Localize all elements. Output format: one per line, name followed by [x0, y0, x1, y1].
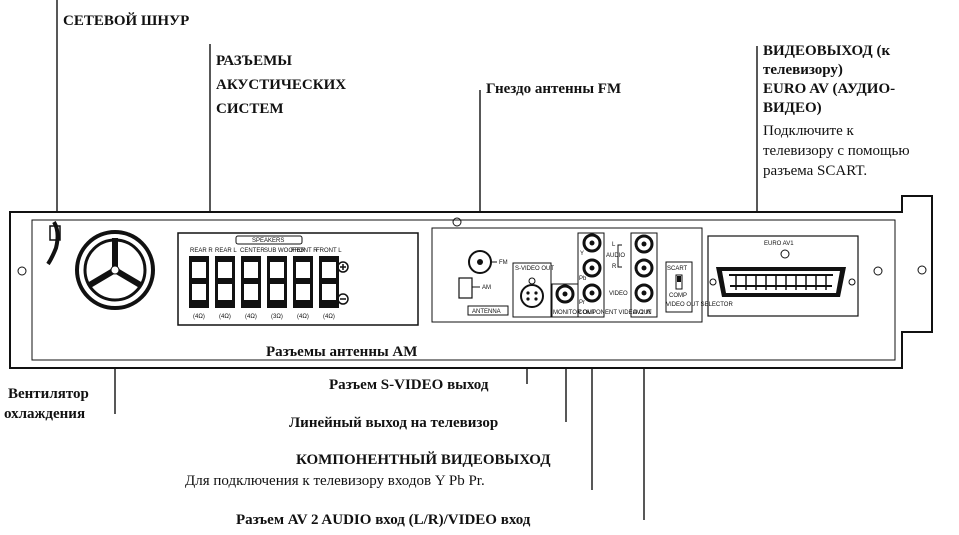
- spk-label-center: CENTER: [240, 248, 265, 254]
- speaker-connectors-label-1: РАЗЪЕМЫ: [216, 53, 292, 69]
- speaker-connectors-label-3: СИСТЕМ: [216, 101, 284, 117]
- euro-av-desc-1: Подключите к: [763, 123, 854, 139]
- audio-label: AUDIO: [606, 253, 625, 259]
- imp-1: (4Ω): [219, 314, 231, 320]
- av2-in-label: Разъем AV 2 AUDIO вход (L/R)/VIDEO вход: [236, 512, 531, 528]
- spk-label-rear-l: REAR L: [215, 248, 237, 254]
- imp-5: (4Ω): [323, 314, 335, 320]
- cooling-fan-label-2: охлаждения: [4, 406, 86, 422]
- imp-3: (3Ω): [271, 314, 283, 320]
- speaker-connectors-label-2: АКУСТИЧЕСКИХ: [216, 77, 347, 93]
- cooling-fan-label-1: Вентилятор: [8, 386, 89, 402]
- spk-label-rear-r: REAR R: [190, 248, 213, 254]
- y-label: Y: [580, 251, 584, 257]
- euro-av-desc-2: телевизору с помощью: [763, 143, 910, 159]
- component-desc-label: Для подключения к телевизору входов Y Pb…: [185, 473, 485, 489]
- am-label: AM: [482, 285, 491, 291]
- imp-2: (4Ω): [245, 314, 257, 320]
- euro-av-title-1: ВИДЕОВЫХОД (к: [763, 43, 891, 59]
- component-title-label: КОМПОНЕНТНЫЙ ВИДЕОВЫХОД: [296, 452, 551, 468]
- svideo-out-label: Разъем S-VIDEO выход: [329, 377, 489, 393]
- imp-0: (4Ω): [193, 314, 205, 320]
- euro-av-title-4: ВИДЕО): [763, 100, 822, 116]
- fm-label: FM: [499, 260, 508, 266]
- audio-r-label: R: [612, 264, 617, 270]
- av2-label: AV2 IN: [633, 310, 652, 316]
- video-label: VIDEO: [609, 291, 628, 297]
- antenna-label: ANTENNA: [472, 309, 501, 315]
- svideo-label: S-VIDEO OUT: [515, 266, 554, 272]
- spk-label-sub: SUB WOOFER: [264, 248, 306, 254]
- component-label: COMPONENT VIDEO OUT: [578, 310, 652, 316]
- pb-label: Pb: [579, 276, 587, 282]
- spk-label-front-l: FRONT L: [316, 248, 342, 254]
- euro-av-title-2: телевизору): [763, 62, 843, 78]
- comp-sel-label: COMP: [669, 293, 687, 299]
- spk-label-front-r: FRONT R: [291, 248, 318, 254]
- selector-label: VIDEO OUT SELECTOR: [666, 302, 733, 308]
- power-cord-label: СЕТЕВОЙ ШНУР: [63, 13, 190, 29]
- euro-label: EURO AV1: [764, 241, 794, 247]
- pr-label: Pr: [579, 300, 585, 306]
- am-antenna-label: Разъемы антенны AM: [266, 344, 418, 360]
- monitor-label: MONITOR OUT: [553, 310, 596, 316]
- euro-av-desc-3: разъема SCART.: [763, 163, 868, 179]
- scart-sel-label: SCART: [667, 266, 688, 272]
- audio-l-label: L: [612, 242, 616, 248]
- line-out-label: Линейный выход на телевизор: [289, 415, 499, 431]
- imp-4: (4Ω): [297, 314, 309, 320]
- fm-antenna-label: Гнездо антенны FM: [486, 81, 622, 97]
- speakers-header: SPEAKERS: [252, 238, 284, 244]
- euro-av-title-3: EURO AV (АУДИО-: [763, 81, 896, 97]
